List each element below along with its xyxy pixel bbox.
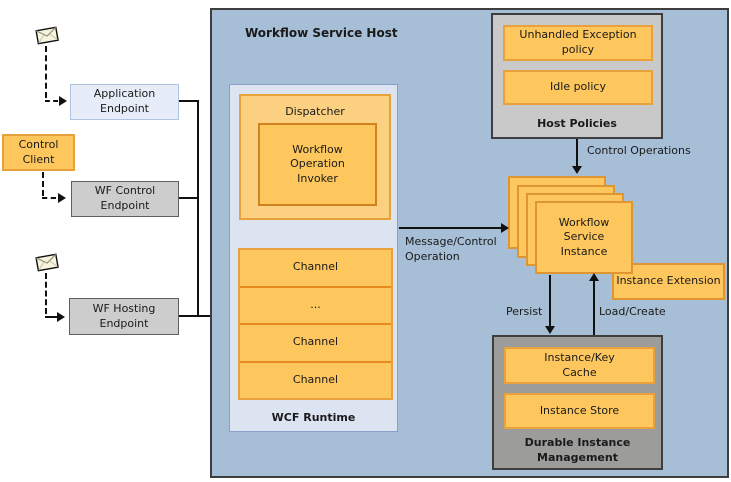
channel-row: Channel [240, 360, 391, 399]
control-client-box: Control Client [2, 134, 75, 171]
wf-control-endpoint-label: WF Control Endpoint [94, 184, 156, 212]
arrowhead-to-application-endpoint [59, 96, 67, 106]
message-control-line [399, 227, 503, 229]
application-endpoint-label: Application Endpoint [93, 87, 156, 115]
arrowhead-load-create [589, 273, 599, 281]
dashed-line [45, 316, 57, 318]
arrowhead-persist [545, 326, 555, 334]
load-create-label: Load/Create [599, 305, 666, 318]
instance-card-front: Workflow Service Instance [535, 201, 633, 274]
unhandled-exception-policy-label: Unhandled Exception policy [519, 28, 637, 56]
dashed-line [42, 172, 44, 196]
channel-stack: Channel ... Channel Channel [238, 248, 393, 400]
workflow-operation-invoker-box: Workflow Operation Invoker [258, 123, 377, 206]
persist-label: Persist [506, 305, 543, 318]
control-operations-line [576, 139, 578, 167]
connector-line [179, 315, 215, 317]
dispatcher-box: Dispatcher Workflow Operation Invoker [239, 94, 391, 220]
instance-extension-box: Instance Extension [612, 263, 725, 300]
durable-instance-management-label: Durable Instance Management [524, 436, 631, 464]
load-create-line [593, 281, 595, 335]
instance-extension-label: Instance Extension [616, 274, 721, 288]
connector-line [179, 197, 199, 199]
control-client-label: Control Client [18, 137, 59, 166]
wcf-runtime-label: WCF Runtime [271, 411, 356, 424]
connector-line [179, 100, 199, 102]
persist-line [549, 275, 551, 327]
workflow-service-host-box: Workflow Service Host Dispatcher Workflo… [210, 8, 729, 478]
envelope-icon [35, 253, 59, 272]
host-title: Workflow Service Host [245, 26, 398, 40]
channel-row: Channel [240, 323, 391, 361]
dispatcher-label: Dispatcher [285, 105, 345, 118]
application-endpoint-box: Application Endpoint [70, 84, 179, 120]
wf-control-endpoint-box: WF Control Endpoint [71, 181, 179, 217]
channel-row-ellipsis: ... [240, 285, 391, 324]
wf-hosting-endpoint-label: WF Hosting Endpoint [92, 301, 156, 330]
unhandled-exception-policy-box: Unhandled Exception policy [503, 25, 653, 61]
host-policies-label: Host Policies [537, 117, 617, 130]
instance-store-label: Instance Store [539, 403, 620, 417]
idle-policy-label: Idle policy [550, 80, 606, 94]
dashed-line [45, 273, 47, 314]
instance-key-cache-label: Instance/Key Cache [544, 350, 615, 379]
channel-label: Channel [292, 335, 339, 349]
instance-store-box: Instance Store [504, 393, 655, 429]
arrowhead-to-wf-control-endpoint [58, 193, 66, 203]
host-policies-box: Unhandled Exception policy Idle policy H… [491, 13, 663, 139]
connector-line [197, 100, 199, 317]
wf-hosting-endpoint-box: WF Hosting Endpoint [69, 298, 179, 335]
channel-row: Channel [240, 250, 391, 286]
workflow-service-instance-label: Workflow Service Instance [558, 215, 610, 258]
dashed-line [45, 100, 58, 102]
channel-label: Channel [292, 260, 339, 274]
wcf-runtime-box: Dispatcher Workflow Operation Invoker Ch… [229, 84, 398, 432]
idle-policy-box: Idle policy [503, 70, 653, 105]
instance-key-cache-box: Instance/Key Cache [504, 347, 655, 384]
channel-label: Channel [292, 372, 339, 386]
control-operations-label: Control Operations [587, 144, 691, 157]
durable-instance-management-box: Instance/Key Cache Instance Store Durabl… [492, 335, 663, 470]
workflow-operation-invoker-label: Workflow Operation Invoker [290, 142, 345, 185]
dashed-line [45, 46, 47, 98]
dashed-line [42, 197, 56, 199]
arrowhead-control-operations [572, 166, 582, 174]
arrowhead-to-wf-hosting-endpoint [57, 312, 65, 322]
envelope-icon [35, 26, 59, 45]
channel-ellipsis-label: ... [310, 297, 321, 311]
arrowhead-message-control [501, 223, 509, 233]
message-control-label: Message/Control Operation [405, 235, 497, 263]
